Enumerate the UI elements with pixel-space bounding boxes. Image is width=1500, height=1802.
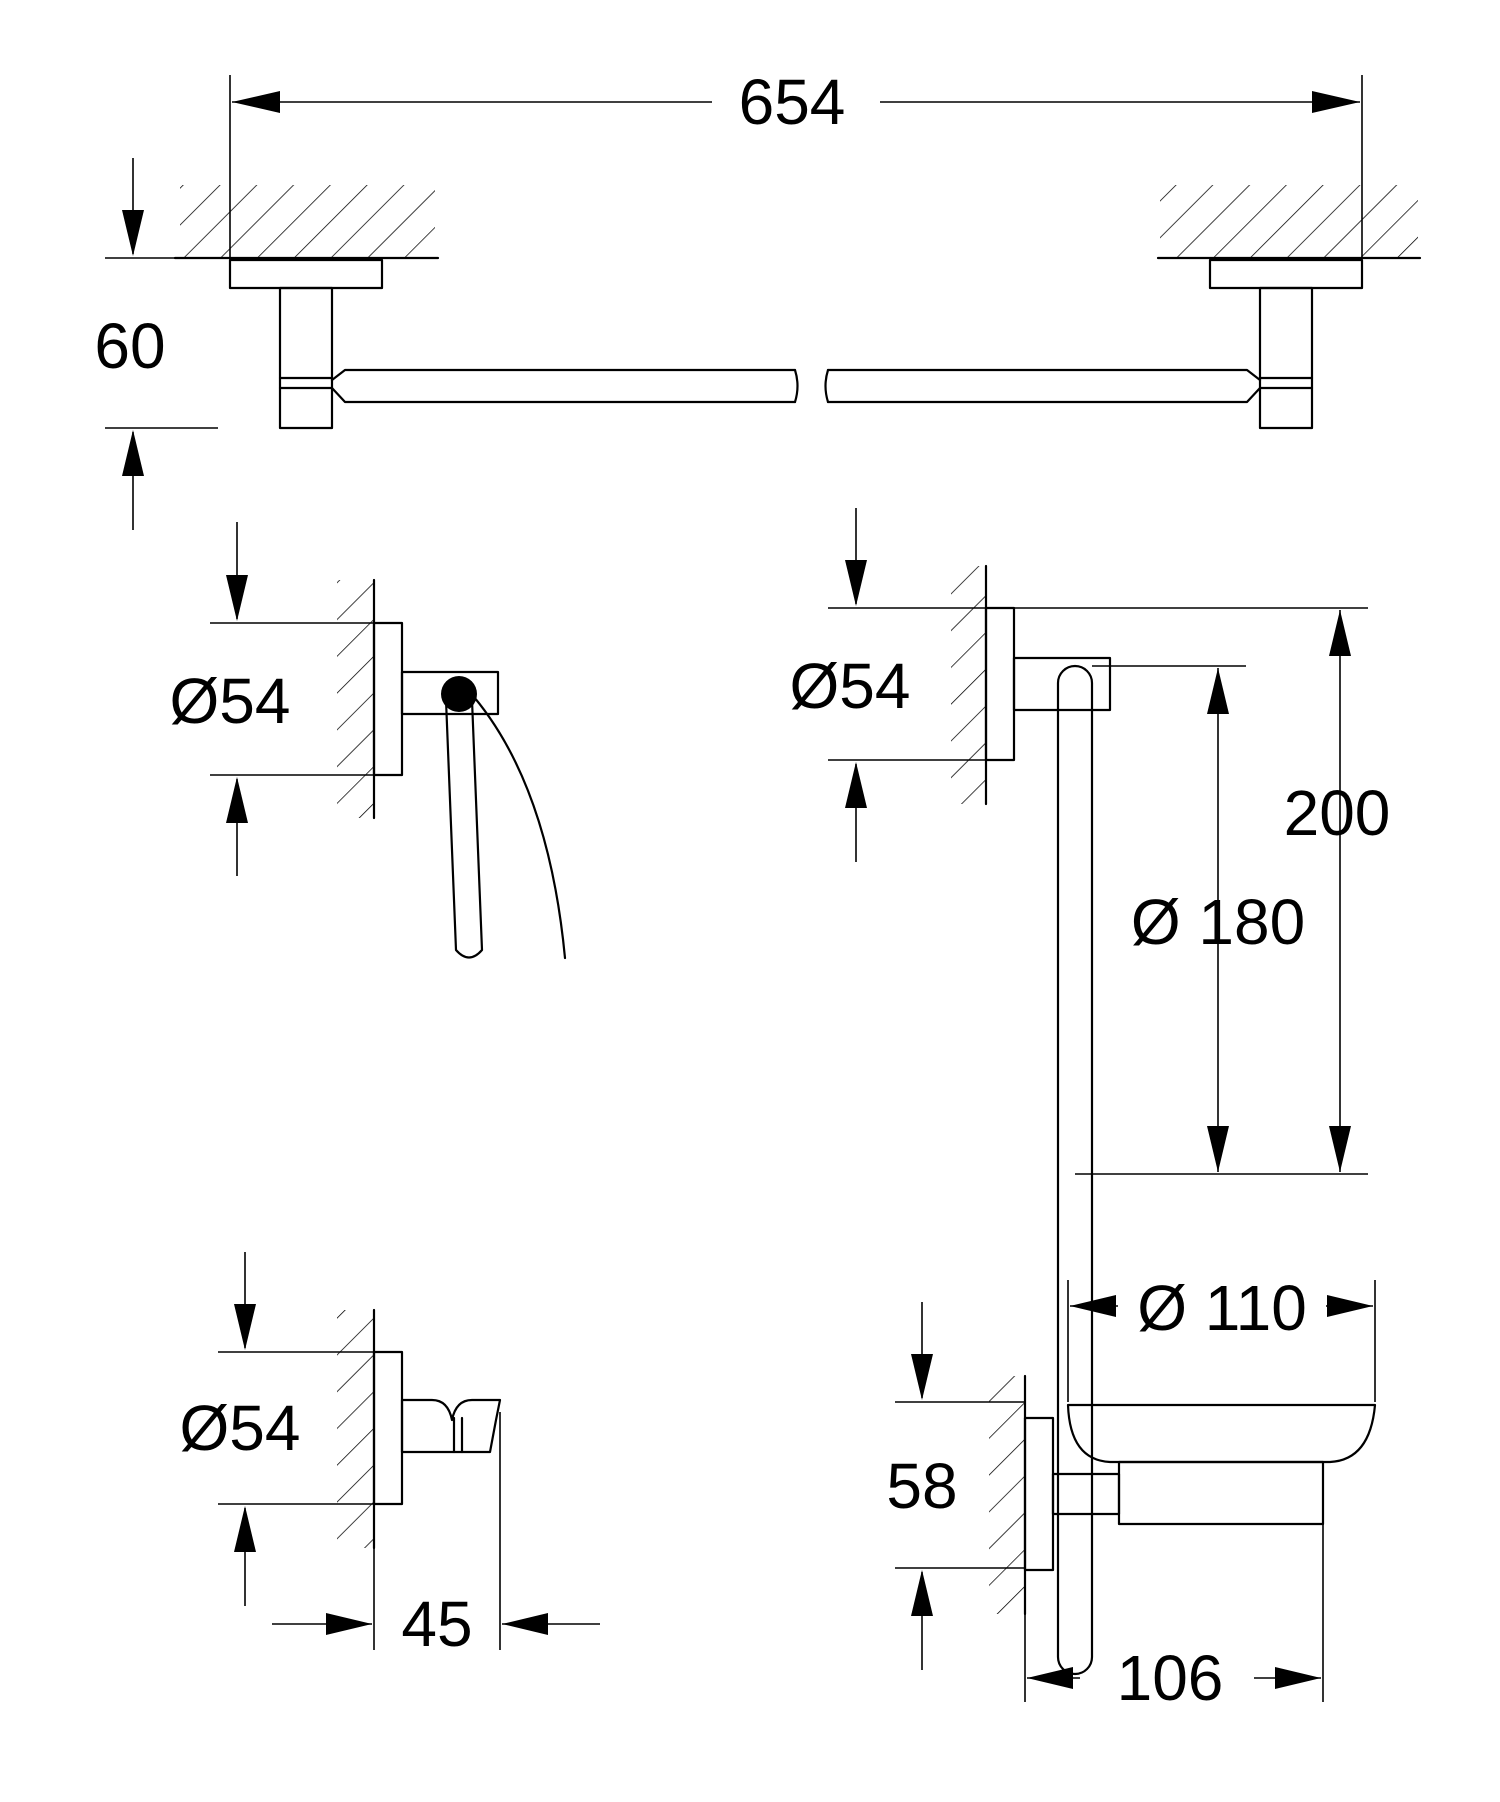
towel-ring-diameter-label: Ø 180 <box>1131 886 1305 958</box>
towel-bar-length-label: 654 <box>739 66 846 138</box>
wall-hatch <box>989 1376 1025 1614</box>
soap-dish-diameter-label: Ø 110 <box>1137 1272 1307 1344</box>
wall-hatch <box>951 566 987 804</box>
wall-hatch <box>337 580 373 818</box>
towel-bar-view: 654 60 <box>94 66 1422 530</box>
paper-holder-diameter-label: Ø54 <box>170 665 291 737</box>
hook-view: Ø54 45 <box>180 1252 600 1660</box>
towel-ring-rosette-diameter-label: Ø54 <box>790 650 911 722</box>
wall-hatch <box>337 1310 373 1548</box>
towel-ring-view: Ø54 Ø 180 200 <box>790 508 1391 1676</box>
wall-hatch <box>180 185 435 257</box>
towel-bar-projection-label: 60 <box>94 310 165 382</box>
soap-dish-height-label: 58 <box>886 1450 957 1522</box>
towel-ring-height-label: 200 <box>1284 777 1391 849</box>
wall-hatch <box>1160 185 1418 257</box>
paper-holder-view: Ø54 <box>170 522 567 960</box>
hook-diameter-label: Ø54 <box>180 1392 301 1464</box>
hook-projection-label: 45 <box>401 1588 472 1660</box>
soap-dish-view: Ø 110 58 106 <box>886 1272 1377 1714</box>
soap-dish-projection-label: 106 <box>1117 1642 1224 1714</box>
